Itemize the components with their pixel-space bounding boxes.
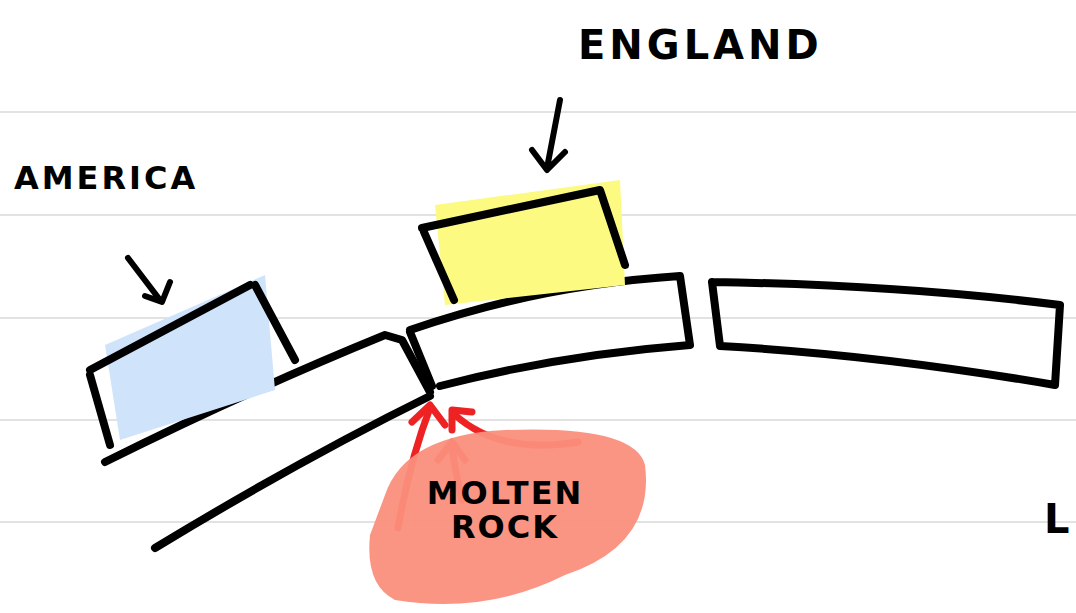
edge-fragment-label: L	[1044, 498, 1070, 540]
right-plate	[712, 282, 1060, 385]
continent-box: ENGLAND	[410, 10, 880, 310]
magma-blob: MOLTEN ROCK	[365, 425, 650, 610]
node-label: MOLTEN ROCK	[390, 477, 620, 544]
continent-box: AMERICA	[10, 160, 310, 460]
node-label: AMERICA	[14, 162, 304, 196]
node-label: ENGLAND	[578, 24, 878, 66]
continent-box-outline	[10, 160, 310, 460]
